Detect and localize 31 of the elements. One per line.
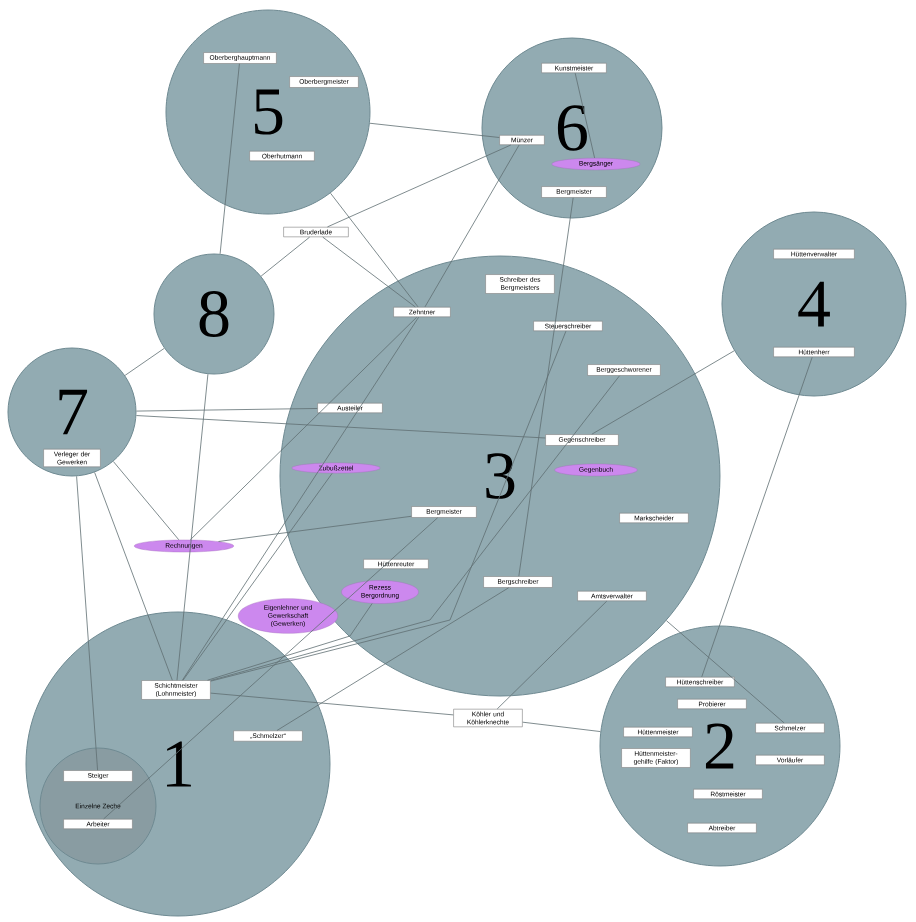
connector-line xyxy=(276,587,509,731)
connector-line xyxy=(189,316,418,541)
connector-line xyxy=(112,461,180,541)
connector-line xyxy=(124,347,165,376)
connector-line xyxy=(518,197,574,577)
connector-line xyxy=(207,603,373,681)
connector-line xyxy=(210,330,567,682)
connector-line xyxy=(136,408,318,412)
connector-line xyxy=(219,63,240,255)
connector-line xyxy=(210,375,620,681)
connector-line xyxy=(496,600,608,710)
connector-line xyxy=(182,472,333,681)
connector-line xyxy=(369,122,500,138)
connector-line xyxy=(218,515,412,542)
connector-line xyxy=(330,192,419,308)
connector-line xyxy=(574,72,595,159)
connector-line xyxy=(327,144,512,228)
connector-line xyxy=(424,144,520,308)
connector-line xyxy=(666,620,785,724)
connector-line xyxy=(210,692,454,716)
connector-line xyxy=(76,475,98,771)
connector-line xyxy=(103,517,438,820)
connector-line xyxy=(176,373,209,681)
connector-line xyxy=(701,356,813,678)
connector-line xyxy=(94,472,173,681)
connector-line xyxy=(260,236,310,277)
connector-line xyxy=(181,316,420,681)
connector-line xyxy=(136,415,546,439)
connector-line xyxy=(322,236,416,308)
connector-line xyxy=(522,721,601,732)
connector-line xyxy=(591,350,735,435)
